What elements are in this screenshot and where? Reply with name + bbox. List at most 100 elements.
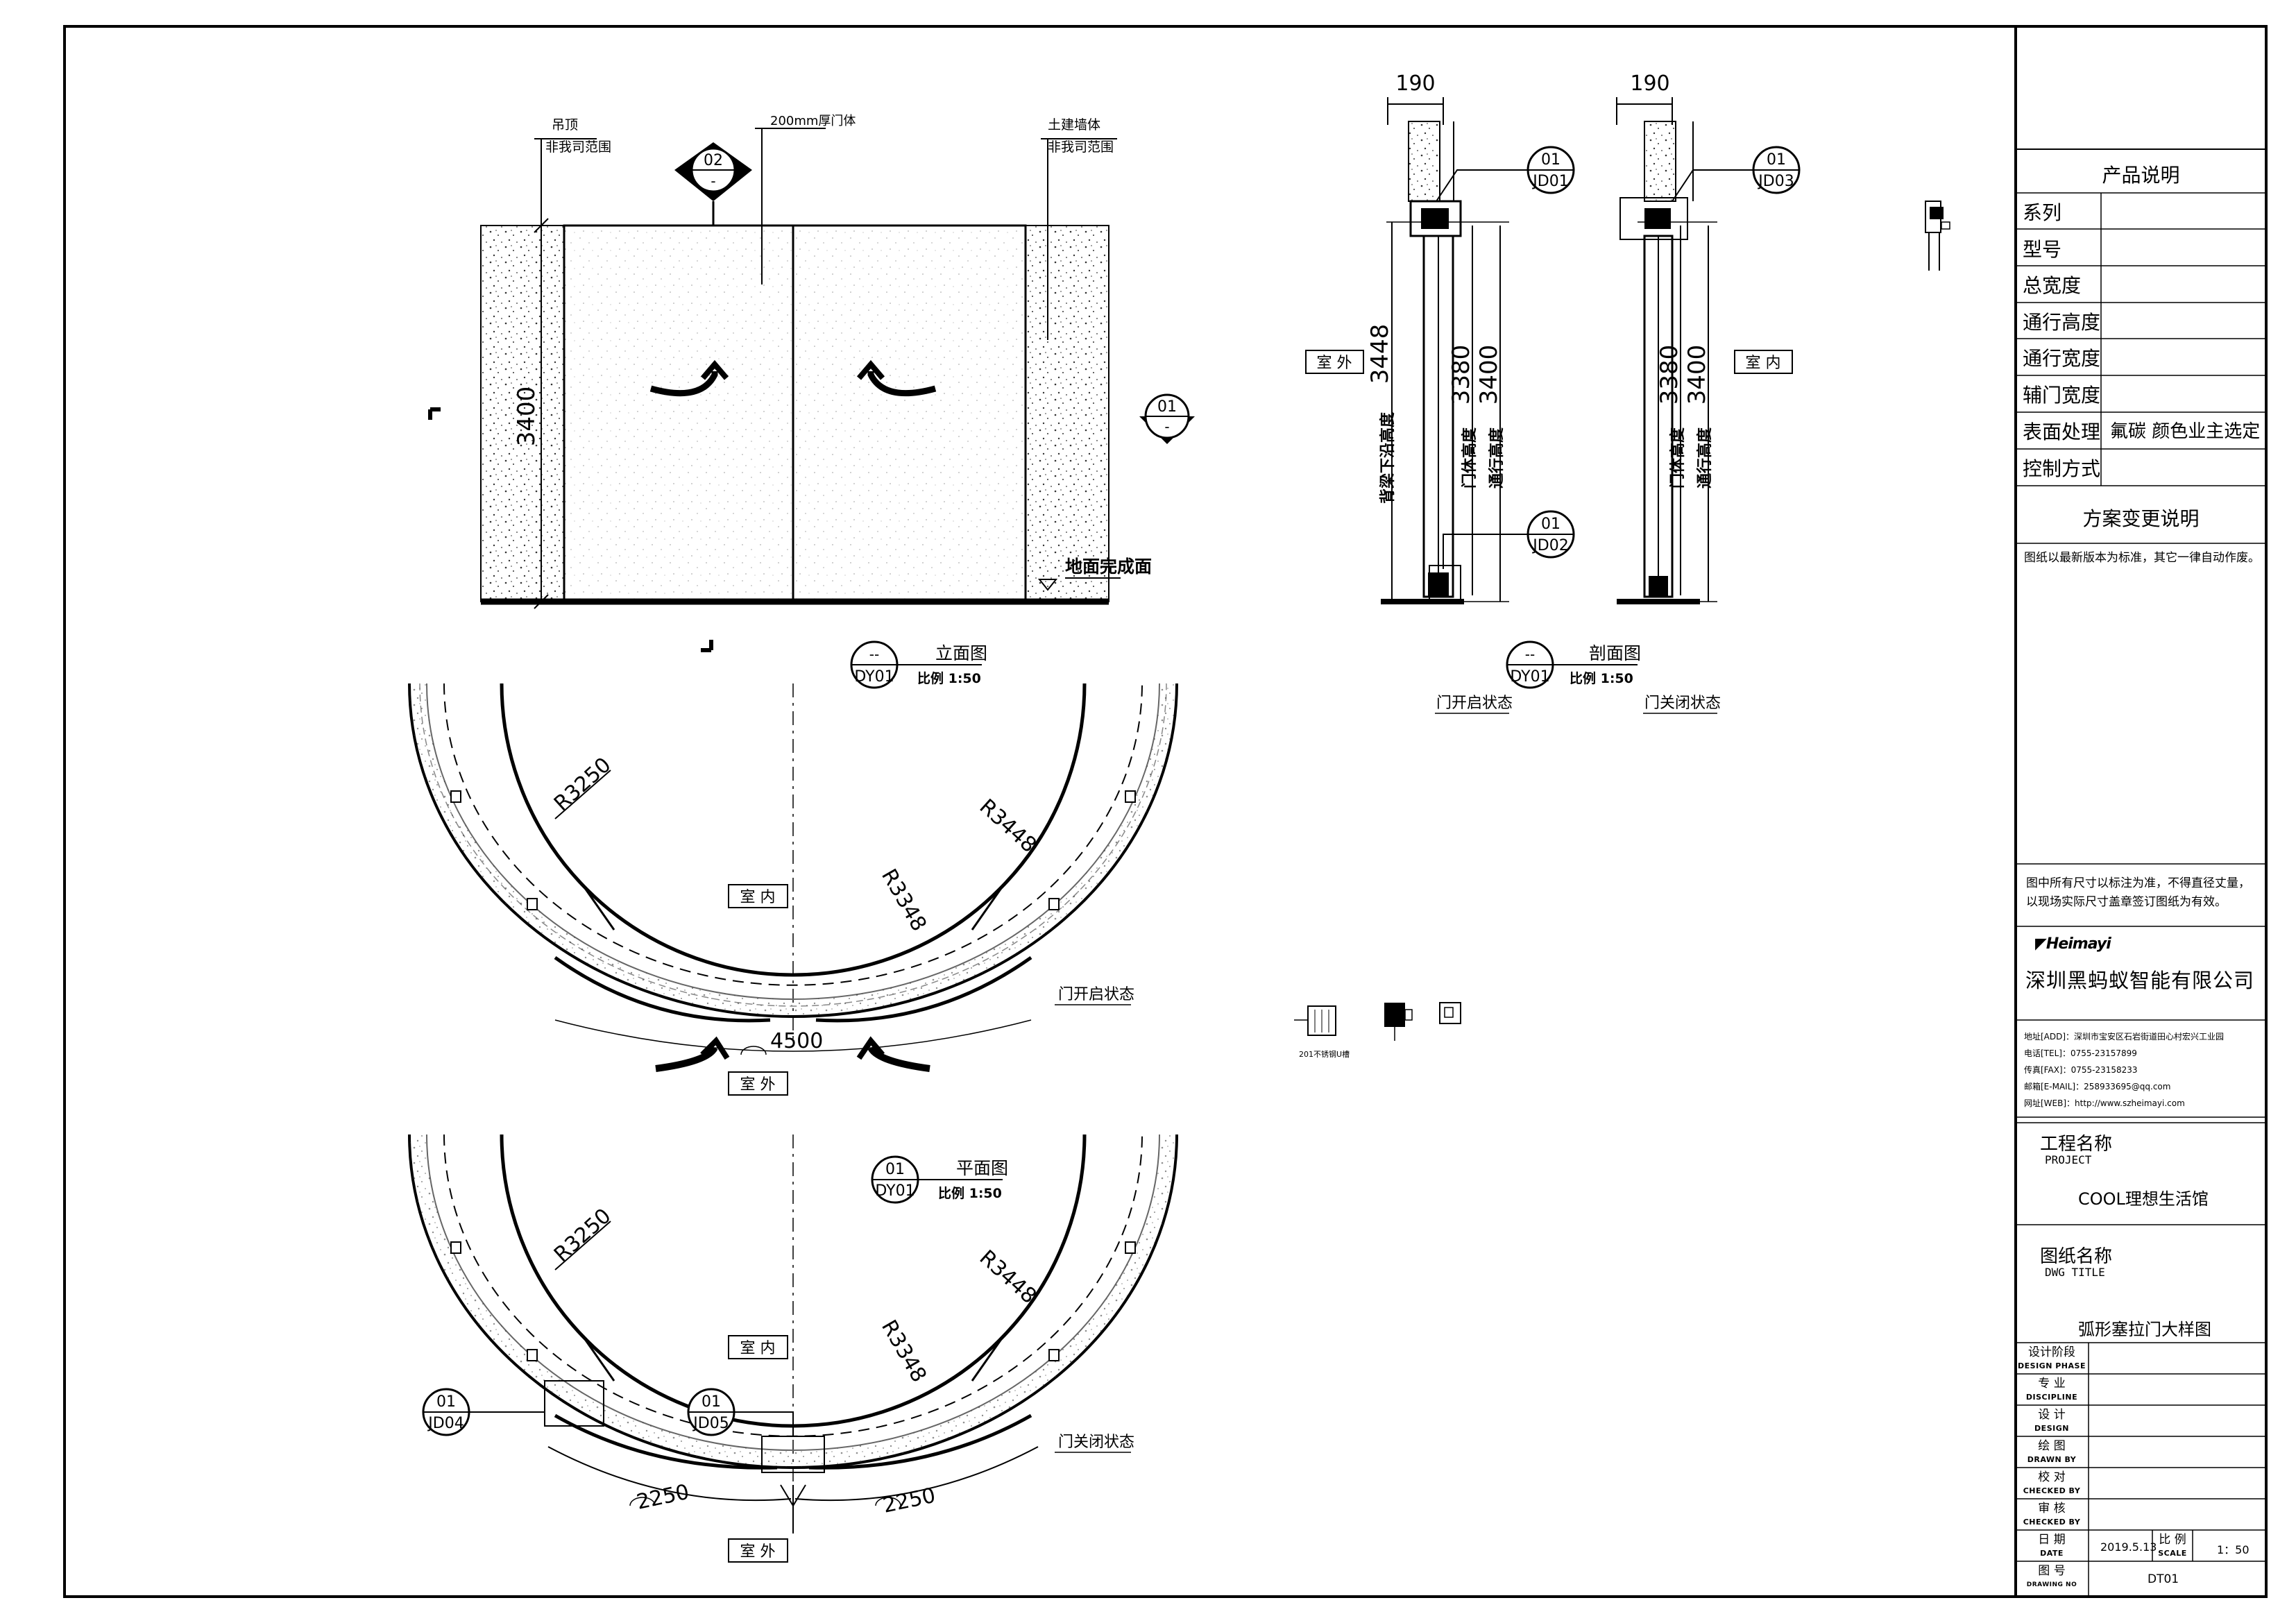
plan-open-state: 门开启状态 bbox=[1058, 986, 1134, 1003]
elevation-title-num: -- bbox=[869, 646, 879, 663]
role-discipline-cn: 专 业 bbox=[2038, 1377, 2066, 1391]
elevation-scale: 比例 1:50 bbox=[917, 670, 981, 686]
dwgno-label: 图 号 DRAWING NO bbox=[2016, 1564, 2088, 1592]
section-right-pass-label: 通行高度 bbox=[1696, 427, 1714, 488]
company-logo: ◤Heimayi bbox=[2035, 935, 2111, 953]
role-checked-en: CHECKED BY bbox=[2023, 1486, 2081, 1495]
door-label: 200mm厚门体 bbox=[770, 114, 856, 128]
plan-title-num: 01 bbox=[885, 1161, 905, 1178]
contact-web: 网址[WEB]：http://www.szheimayi.com bbox=[2024, 1098, 2185, 1108]
plan-closed-r-mid: R3348 bbox=[876, 1316, 931, 1387]
scale-label-en: SCALE bbox=[2158, 1549, 2187, 1558]
role-design-phase-cn: 设计阶段 bbox=[2028, 1345, 2075, 1359]
plan-closed-room-in: 室 内 bbox=[740, 1340, 776, 1357]
elevation-height-dim: 3400 bbox=[513, 386, 541, 447]
jd02-num: 01 bbox=[1541, 516, 1561, 533]
title-block-grid bbox=[2014, 26, 2266, 1597]
project-label: 工程名称 bbox=[2040, 1134, 2113, 1155]
ceiling-note: 非我司范围 bbox=[545, 139, 611, 155]
plan-closed-state: 门关闭状态 bbox=[1058, 1434, 1134, 1451]
section-left-pass-dim: 3400 bbox=[1475, 345, 1503, 405]
spec-label-aux-width: 辅门宽度 bbox=[2023, 384, 2101, 407]
spec-label-control: 控制方式 bbox=[2023, 457, 2101, 480]
project-name: COOL理想生活馆 bbox=[2078, 1189, 2209, 1209]
role-design-phase: 设计阶段 DESIGN PHASE bbox=[2016, 1345, 2088, 1373]
section-left-door-label: 门体高度 bbox=[1461, 427, 1479, 488]
title-block: 产品说明 系列 型号 总宽度 通行高度 通行宽度 辅门宽度 表面处理 氟碳 颜色… bbox=[2016, 26, 2266, 1597]
jd04-num: 01 bbox=[436, 1393, 456, 1411]
jd01-code: JD01 bbox=[1531, 173, 1568, 190]
plan-title: 平面图 bbox=[956, 1158, 1008, 1178]
dwg-label: 图纸名称 bbox=[2040, 1246, 2113, 1267]
role-design: 设 计 DESIGN bbox=[2016, 1408, 2088, 1436]
company-name: 深圳黑蚂蚁智能有限公司 bbox=[2025, 969, 2255, 992]
role-drawn: 绘 图 DRAWN BY bbox=[2016, 1439, 2088, 1467]
dwg-name: 弧形塞拉门大样图 bbox=[2078, 1320, 2211, 1339]
product-header: 产品说明 bbox=[2102, 164, 2180, 187]
elevation-title: 立面图 bbox=[935, 643, 987, 663]
dwgno-label-en: DRAWING NO bbox=[2026, 1581, 2077, 1588]
contact-address: 地址[ADD]：深圳市宝安区石岩街道田心村宏兴工业园 bbox=[2024, 1032, 2225, 1042]
change-note: 图纸以最新版本为标准，其它一律自动作废。 bbox=[2024, 551, 2260, 565]
scale-value: 1：50 bbox=[2217, 1543, 2250, 1556]
contact-email: 邮箱[E-MAIL]：258933695@qq.com bbox=[2024, 1082, 2171, 1091]
dimension-note-2: 以现场实际尺寸盖章签订图纸为有效。 bbox=[2026, 895, 2227, 909]
section-title-code: DY01 bbox=[1510, 668, 1549, 686]
change-header: 方案变更说明 bbox=[2082, 507, 2200, 530]
logo-wordmark: Heimayi bbox=[2046, 935, 2111, 953]
jd03-num: 01 bbox=[1767, 151, 1786, 169]
section-right-door-dim: 3380 bbox=[1656, 345, 1683, 405]
section-view: 190 背梁下沿高度 3448 门体高度 3380 通行高度 3400 室 外 … bbox=[1305, 71, 1801, 714]
section-left-width: 190 bbox=[1395, 71, 1435, 96]
section-scale: 比例 1:50 bbox=[1570, 670, 1633, 686]
spec-label-finish: 表面处理 bbox=[2023, 420, 2101, 443]
role-drawn-cn: 绘 图 bbox=[2038, 1439, 2066, 1453]
role-discipline-en: DISCIPLINE bbox=[2025, 1393, 2078, 1402]
logo-ant-icon: ◤ bbox=[2035, 935, 2047, 953]
marker-02-sub: - bbox=[711, 173, 715, 189]
role-design-en: DESIGN bbox=[2034, 1424, 2069, 1433]
plan-scale: 比例 1:50 bbox=[938, 1185, 1002, 1201]
plan-open-room-in: 室 内 bbox=[740, 889, 776, 906]
elevation-view: 3400 吊顶 非我司范围 200mm厚门体 土建墙体 非我司范围 地面完成面 … bbox=[428, 114, 1195, 689]
section-state-closed: 门关闭状态 bbox=[1644, 695, 1721, 712]
marker-01-num: 01 bbox=[1157, 398, 1177, 416]
jd02-code: JD02 bbox=[1531, 537, 1568, 554]
marker-02-num: 02 bbox=[704, 152, 723, 169]
small-detail-icon bbox=[1925, 201, 1950, 271]
scale-label: 比 例 SCALE bbox=[2152, 1533, 2193, 1561]
detail-note: 201不锈钢U槽 bbox=[1299, 1050, 1350, 1059]
section-left-door-dim: 3380 bbox=[1447, 345, 1475, 405]
section-title: 剖面图 bbox=[1589, 643, 1641, 663]
spec-label-total-width: 总宽度 bbox=[2023, 274, 2082, 297]
spec-value-finish: 氟碳 颜色业主选定 bbox=[2110, 421, 2261, 442]
plan-closed-r-outer: R3448 bbox=[975, 1246, 1041, 1309]
contact-tel: 电话[TEL]：0755-23157899 bbox=[2024, 1048, 2137, 1058]
plan-open-view: 室 内 室 外 4500 R3250 R3448 R3348 门开启状态 bbox=[408, 683, 1178, 1096]
project-label-en: PROJECT bbox=[2045, 1153, 2092, 1166]
section-left-beam-label: 背梁下沿高度 bbox=[1379, 411, 1397, 504]
section-right-door-label: 门体高度 bbox=[1669, 427, 1687, 488]
ceiling-label: 吊顶 bbox=[552, 117, 578, 133]
elevation-title-code: DY01 bbox=[854, 668, 894, 686]
date-label: 日 期 DATE bbox=[2016, 1533, 2088, 1561]
section-left-pass-label: 通行高度 bbox=[1488, 427, 1506, 488]
jd05-code: JD05 bbox=[692, 1415, 729, 1432]
role-checked: 校 对 CHECKED BY bbox=[2016, 1470, 2088, 1498]
spec-label-series: 系列 bbox=[2023, 201, 2062, 224]
role-drawn-en: DRAWN BY bbox=[2027, 1455, 2077, 1464]
plan-closed-dim-right: 2250 bbox=[881, 1484, 937, 1518]
plan-closed-room-out: 室 外 bbox=[740, 1543, 776, 1561]
role-checked-cn: 校 对 bbox=[2038, 1470, 2066, 1484]
plan-closed-view: 室 内 室 外 2250 2250 R3250 R3448 R3348 门关闭状… bbox=[408, 1134, 1178, 1563]
section-left-beam-dim: 3448 bbox=[1366, 324, 1394, 384]
role-design-phase-en: DESIGN PHASE bbox=[2018, 1361, 2086, 1370]
section-right-pass-dim: 3400 bbox=[1683, 345, 1711, 405]
marker-01-sub: - bbox=[1164, 418, 1169, 435]
role-approved: 审 核 CHECKED BY bbox=[2016, 1502, 2088, 1529]
spec-label-model: 型号 bbox=[2023, 238, 2062, 261]
section-state-open: 门开启状态 bbox=[1436, 695, 1513, 712]
section-outdoor-label: 室 外 bbox=[1317, 355, 1352, 372]
date-value: 2019.5.13 bbox=[2100, 1540, 2157, 1554]
detail-fragments: 201不锈钢U槽 bbox=[1294, 1002, 1461, 1059]
